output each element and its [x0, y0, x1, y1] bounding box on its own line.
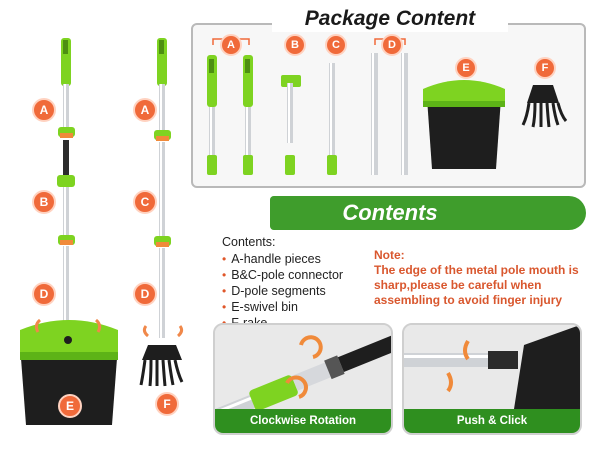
assembled-pole-right — [139, 38, 184, 387]
contents-list: Contents: • A-handle pieces • B&C-pole con… — [222, 234, 343, 331]
package-badge-f: F — [534, 57, 556, 79]
list-item-label: A-handle pieces — [231, 252, 321, 266]
list-item: • E-swivel bin — [222, 299, 343, 315]
package-content-title: Package Content — [272, 6, 508, 32]
bullet-icon: • — [222, 252, 227, 266]
assembly-illustration — [20, 38, 184, 425]
pole-connector-b — [281, 75, 301, 175]
contents-banner-title: Contents — [342, 200, 438, 225]
bullet-icon: • — [222, 284, 227, 298]
warning-note-title: Note: — [374, 248, 405, 262]
contents-banner — [270, 196, 586, 230]
assembled-pole-left — [20, 38, 118, 425]
list-item: • B&C-pole connector — [222, 267, 343, 283]
package-badge-d: D — [381, 34, 403, 56]
package-badge-a: A — [220, 34, 242, 56]
pole-segments — [371, 38, 408, 175]
assembly-badge-f-right: F — [155, 392, 179, 416]
bullet-icon: • — [222, 300, 227, 314]
assembly-badge-c-right: C — [133, 190, 157, 214]
assembly-badge-a-right: A — [133, 98, 157, 122]
photo-clockwise-rotation: Clockwise Rotation — [213, 323, 393, 435]
handle-pieces — [207, 38, 253, 175]
contents-header: Contents: — [222, 235, 276, 249]
photo-caption-rotation: Clockwise Rotation — [215, 409, 391, 433]
list-item: • D-pole segments — [222, 283, 343, 299]
swivel-bin — [423, 80, 505, 169]
assembly-badge-d-right: D — [133, 282, 157, 306]
photo-caption-push-click: Push & Click — [404, 409, 580, 433]
assembly-badge-b-left: B — [32, 190, 56, 214]
assembly-badge-d-left: D — [32, 282, 56, 306]
push-click-illustration — [404, 325, 580, 409]
list-item-label: E-swivel bin — [231, 300, 298, 314]
package-badge-e: E — [455, 57, 477, 79]
package-badge-b: B — [284, 34, 306, 56]
assembly-badge-a-left: A — [32, 98, 56, 122]
list-item-label: D-pole segments — [231, 284, 326, 298]
rotation-illustration — [215, 325, 391, 409]
assembly-badge-e-left: E — [58, 394, 82, 418]
pole-connector-c — [327, 63, 337, 175]
list-item-label: B&C-pole connector — [231, 268, 344, 282]
warning-note-text: The edge of the metal pole mouth is shar… — [374, 263, 579, 307]
package-items-illustration — [207, 38, 568, 175]
package-badge-c: C — [325, 34, 347, 56]
list-item: • A-handle pieces — [222, 251, 343, 267]
photo-push-click: Push & Click — [402, 323, 582, 435]
bullet-icon: • — [222, 268, 227, 282]
rake — [521, 85, 568, 128]
warning-note: Note: The edge of the metal pole mouth i… — [374, 248, 589, 308]
